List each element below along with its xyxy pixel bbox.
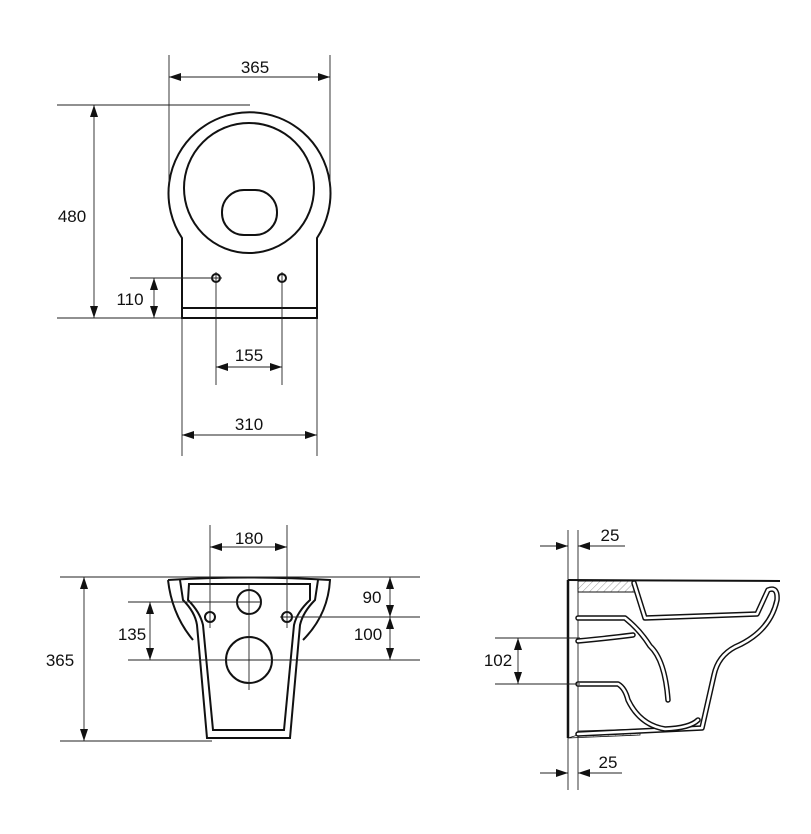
- back-body-outer: [179, 579, 319, 739]
- dim-wall-gap-top: 25: [601, 526, 620, 545]
- side-top-edge: [567, 579, 781, 582]
- back-body-inner: [186, 583, 311, 731]
- dim-wall-gap-bottom: 25: [599, 753, 618, 772]
- drain-opening: [221, 189, 278, 236]
- seat-ring: [183, 122, 315, 254]
- dim-hole-offset: 110: [116, 290, 143, 309]
- top-view: 365 480 110 155 310: [57, 55, 332, 456]
- dim-width-overall: 365: [241, 58, 269, 77]
- bowl-profile: [575, 580, 780, 737]
- dim-depth-overall: 480: [58, 207, 86, 226]
- dim-base-width: 310: [235, 415, 263, 434]
- dim-holes-to-outlet: 100: [354, 625, 382, 644]
- dim-outlet-height: 102: [484, 651, 512, 670]
- section-hatch-top: [577, 580, 637, 593]
- dim-height: 365: [46, 651, 74, 670]
- dim-bolt-spacing: 180: [235, 529, 263, 548]
- back-view: 180 365 135 90 100: [46, 525, 420, 742]
- side-view: 25 25 102: [484, 526, 781, 790]
- dim-upper-hole-offset: 135: [118, 625, 146, 644]
- bowl-outline: [167, 111, 332, 319]
- dim-hole-spacing: 155: [235, 346, 263, 365]
- flange-outline: [167, 576, 332, 641]
- dim-top-to-holes: 90: [363, 588, 382, 607]
